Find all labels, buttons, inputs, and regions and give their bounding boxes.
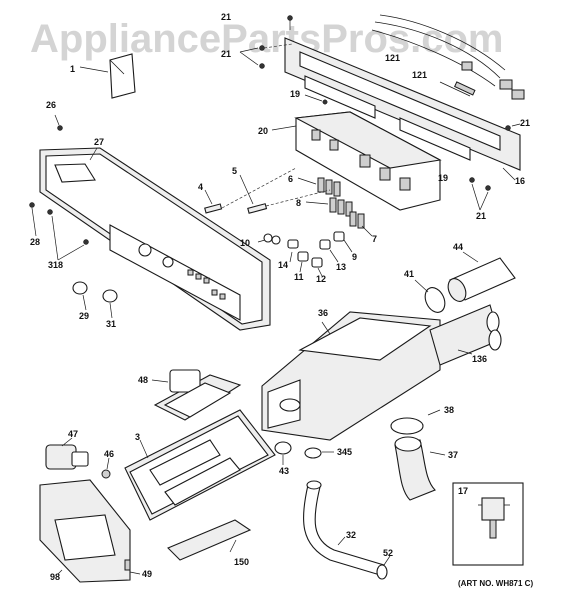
- part-136-valve[interactable]: [429, 304, 502, 366]
- callout-121: 121: [412, 70, 427, 80]
- callout-16: 16: [515, 176, 525, 186]
- part-9-knob[interactable]: [333, 231, 353, 253]
- callout-4: 4: [198, 182, 203, 192]
- callout-48: 48: [138, 375, 148, 385]
- callout-98: 98: [50, 572, 60, 582]
- part-21-screws-top[interactable]: [239, 15, 293, 69]
- callout-28: 28: [30, 237, 40, 247]
- callout-36: 36: [318, 308, 328, 318]
- callout-20: 20: [258, 126, 268, 136]
- part-21-screws-right[interactable]: [469, 123, 521, 211]
- callout-3: 3: [135, 432, 140, 442]
- part-345-clamp[interactable]: [304, 447, 334, 459]
- art-number: (ART NO. WH871 C): [458, 579, 533, 588]
- part-13-knob[interactable]: [319, 239, 339, 263]
- part-48-tray[interactable]: [151, 369, 242, 421]
- part-10-knob-set[interactable]: [257, 233, 281, 245]
- part-150-cover[interactable]: [167, 519, 252, 561]
- part-49-clip[interactable]: [124, 559, 141, 575]
- part-43-ring[interactable]: [274, 441, 292, 465]
- part-28-screw[interactable]: [29, 202, 37, 237]
- part-1-manual[interactable]: [79, 53, 136, 99]
- part-46-grommet[interactable]: [101, 457, 111, 479]
- part-12-knob[interactable]: [311, 257, 323, 277]
- part-6-switch-group[interactable]: [297, 177, 341, 197]
- part-41-gasket[interactable]: [414, 279, 449, 316]
- callout-12: 12: [316, 274, 326, 284]
- callout-47: 47: [68, 429, 78, 439]
- part-52-clamp[interactable]: [376, 555, 391, 580]
- part-11-knob[interactable]: [297, 251, 309, 273]
- callout-10: 10: [240, 238, 250, 248]
- callout-49: 49: [142, 569, 152, 579]
- callout-labels: 21 21 1 121 121 26 19 21 20 27 5 16 19 6…: [30, 12, 530, 582]
- callout-19: 19: [290, 89, 300, 99]
- part-20-control-board[interactable]: [271, 111, 442, 211]
- callout-121: 121: [385, 53, 400, 63]
- part-3-drawer[interactable]: [124, 409, 276, 521]
- part-47-valve[interactable]: [45, 437, 89, 470]
- callout-7: 7: [372, 234, 377, 244]
- callout-46: 46: [104, 449, 114, 459]
- callout-21: 21: [476, 211, 486, 221]
- part-26-screw[interactable]: [54, 114, 63, 131]
- callout-17: 17: [458, 486, 468, 496]
- callout-21: 21: [221, 12, 231, 22]
- callout-52: 52: [383, 548, 393, 558]
- callout-14: 14: [278, 260, 288, 270]
- part-5-shaft[interactable]: [239, 174, 268, 214]
- callout-136: 136: [472, 354, 487, 364]
- part-27-control-panel[interactable]: [39, 147, 271, 331]
- part-38-gasket[interactable]: [390, 409, 441, 435]
- callout-29: 29: [79, 311, 89, 321]
- callout-38: 38: [444, 405, 454, 415]
- callout-345: 345: [337, 447, 352, 457]
- callout-27: 27: [94, 137, 104, 147]
- part-36-dispenser-housing[interactable]: [261, 311, 441, 441]
- callout-13: 13: [336, 262, 346, 272]
- part-44-tube[interactable]: [445, 251, 516, 304]
- callout-21: 21: [221, 49, 231, 59]
- part-16-console-bracket[interactable]: [284, 37, 521, 181]
- part-31-knob[interactable]: [102, 289, 118, 319]
- callout-32: 32: [346, 530, 356, 540]
- callout-9: 9: [352, 252, 357, 262]
- callout-26: 26: [46, 100, 56, 110]
- part-17-inset[interactable]: [452, 482, 524, 566]
- part-121-wire-harness[interactable]: [371, 14, 525, 100]
- part-37-hose[interactable]: [394, 436, 446, 501]
- part-7-switch[interactable]: [349, 211, 373, 237]
- callout-318: 318: [48, 260, 63, 270]
- callout-6: 6: [288, 174, 293, 184]
- callout-41: 41: [404, 269, 414, 279]
- callout-31: 31: [106, 319, 116, 329]
- callout-8: 8: [296, 198, 301, 208]
- watermark-text: AppliancePartsPros.com: [30, 17, 504, 61]
- part-8-switch-group[interactable]: [305, 197, 353, 217]
- part-318-screws[interactable]: [47, 209, 89, 261]
- part-4-shaft[interactable]: [204, 189, 223, 214]
- callout-21: 21: [520, 118, 530, 128]
- callout-19: 19: [438, 173, 448, 183]
- callout-5: 5: [232, 166, 237, 176]
- part-32-drain-hose[interactable]: [303, 480, 385, 576]
- callout-37: 37: [448, 450, 458, 460]
- part-14-knob[interactable]: [287, 239, 299, 263]
- part-29-knob[interactable]: [72, 281, 88, 311]
- callout-150: 150: [234, 557, 249, 567]
- callout-1: 1: [70, 64, 75, 74]
- callout-11: 11: [294, 272, 304, 282]
- part-98-drawer-handle[interactable]: [39, 479, 131, 583]
- callout-44: 44: [453, 242, 463, 252]
- callout-43: 43: [279, 466, 289, 476]
